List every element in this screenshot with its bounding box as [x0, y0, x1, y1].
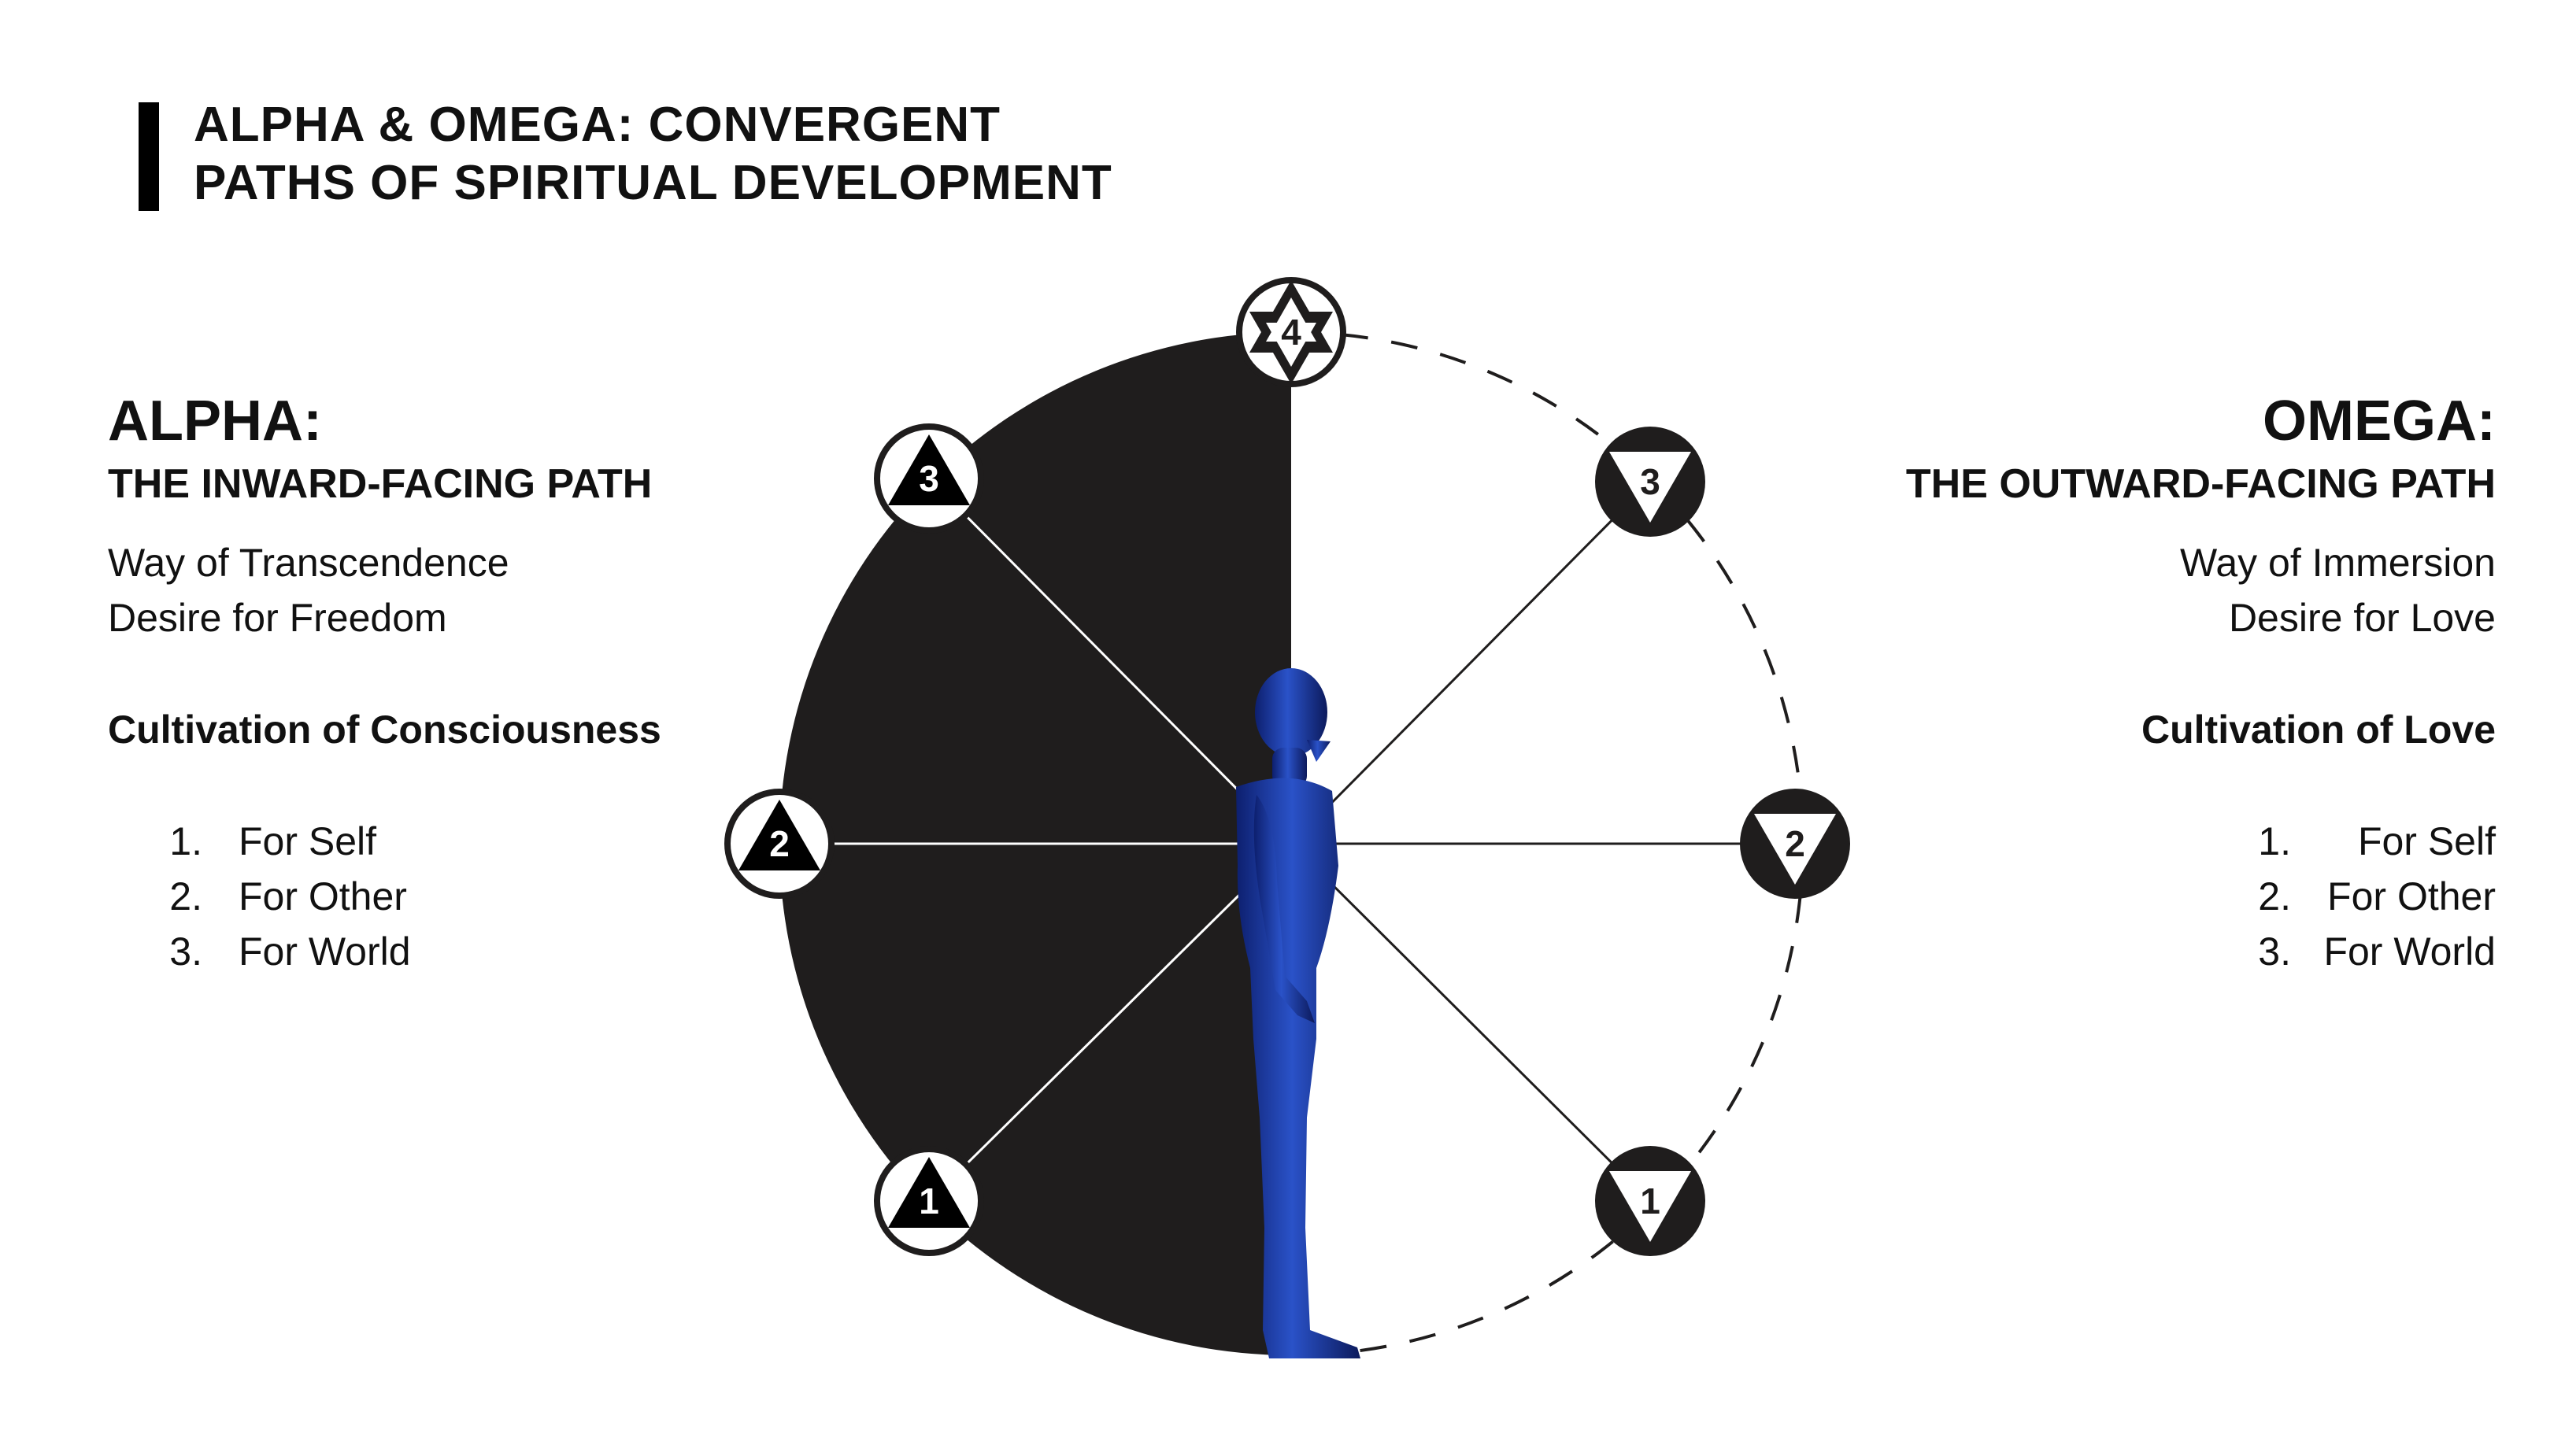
omega-badge-2: 2 — [1740, 789, 1850, 899]
downward-triangle-icon — [1754, 814, 1836, 885]
list-item-text: For World — [2323, 929, 2496, 974]
badge-label: 3 — [919, 458, 939, 499]
omega-list: 1. For Self 2. For Other 3. For World — [1906, 814, 2496, 979]
page-title-line-2: PATHS OF SPIRITUAL DEVELOPMENT — [194, 156, 1112, 210]
spoke-omega-1 — [1290, 842, 1652, 1203]
alpha-heading: ALPHA: — [108, 390, 322, 453]
spoke-alpha-1 — [927, 842, 1293, 1203]
badge-label: 2 — [1785, 823, 1805, 864]
list-item-text: For Other — [2327, 874, 2496, 918]
downward-triangle-icon — [1609, 452, 1691, 523]
list-item: 1. For Self — [108, 814, 661, 869]
list-item-text: For Self — [239, 819, 377, 863]
alpha-line-desire: Desire for Freedom — [108, 596, 447, 640]
page-title: ALPHA & OMEGA: CONVERGENT PATHS OF SPIRI… — [194, 96, 1112, 213]
upward-triangle-icon — [888, 1157, 970, 1228]
list-item-number: 1. — [2258, 819, 2291, 863]
badge-label: 3 — [1640, 461, 1660, 502]
top-badge-4: 4 — [1236, 277, 1346, 387]
omega-cultivation: Cultivation of Love — [2141, 708, 2496, 752]
list-item: 2. For Other — [108, 869, 661, 924]
omega-spokes — [1290, 480, 1795, 1203]
alpha-badge-1: 1 — [874, 1146, 984, 1256]
list-item: 3. For World — [108, 924, 661, 979]
list-item-number: 2. — [2258, 874, 2291, 918]
omega-panel: OMEGA: THE OUTWARD-FACING PATH Way of Im… — [1906, 386, 2496, 979]
omega-subheading: THE OUTWARD-FACING PATH — [1905, 461, 2496, 507]
human-figure-icon — [1236, 668, 1360, 1358]
omega-heading: OMEGA: — [2263, 390, 2496, 453]
alpha-list: 1. For Self 2. For Other 3. For World — [108, 814, 661, 979]
downward-triangle-icon — [1609, 1171, 1691, 1242]
badge-label: 2 — [769, 823, 790, 864]
spoke-omega-3 — [1290, 480, 1652, 845]
list-item: 1. For Self — [1906, 814, 2496, 869]
omega-line-way: Way of Immersion — [2179, 541, 2496, 585]
list-item-number: 2. — [169, 874, 202, 918]
alpha-cultivation: Cultivation of Consciousness — [108, 708, 661, 752]
alpha-line-way: Way of Transcendence — [108, 541, 509, 585]
list-item-number: 3. — [169, 929, 202, 974]
omega-badge-3: 3 — [1595, 427, 1705, 537]
alpha-subheading: THE INWARD-FACING PATH — [108, 461, 653, 507]
list-item-number: 1. — [169, 819, 202, 863]
omega-dashed-arc — [1290, 331, 1804, 1357]
upward-triangle-icon — [888, 434, 970, 505]
list-item-text: For Other — [239, 874, 407, 918]
spoke-alpha-3 — [927, 477, 1293, 845]
badge-label: 1 — [919, 1181, 939, 1221]
badge-label: 4 — [1281, 312, 1301, 353]
upward-triangle-icon — [738, 800, 820, 870]
list-item-number: 3. — [2258, 929, 2291, 974]
omega-line-desire: Desire for Love — [2228, 596, 2496, 640]
list-item: 2. For Other — [1906, 869, 2496, 924]
badge-label: 1 — [1640, 1181, 1660, 1221]
omega-badge-1: 1 — [1595, 1146, 1705, 1256]
title-accent-bar — [139, 102, 159, 211]
page-title-line-1: ALPHA & OMEGA: CONVERGENT — [194, 98, 1001, 152]
alpha-spokes — [779, 477, 1293, 1203]
list-item: 3. For World — [1906, 924, 2496, 979]
alpha-panel: ALPHA: THE INWARD-FACING PATH Way of Tra… — [108, 386, 661, 979]
list-item-text: For Self — [2357, 819, 2496, 863]
alpha-badge-2: 2 — [724, 789, 835, 899]
list-item-text: For World — [239, 929, 411, 974]
alpha-badge-3: 3 — [874, 423, 984, 534]
